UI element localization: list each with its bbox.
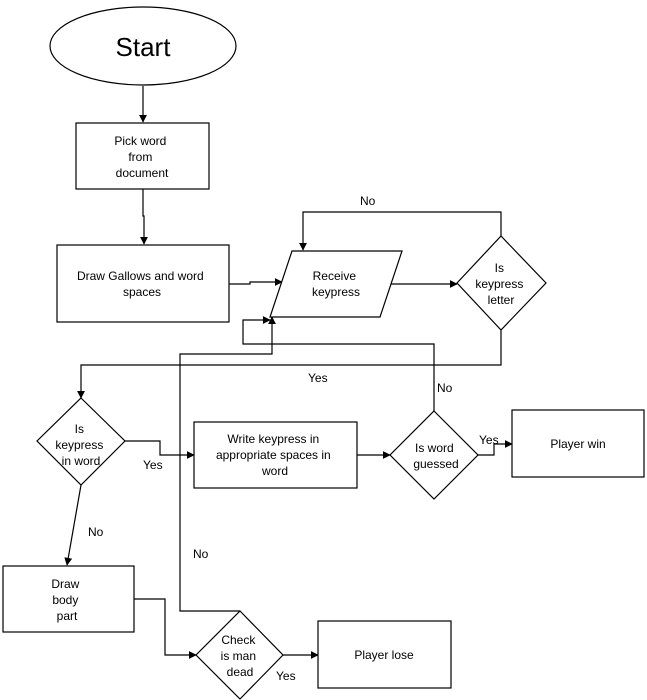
edge-label-in-word-yes: Yes [143, 458, 163, 472]
edge-draw-body-to-check-dead [134, 598, 197, 659]
edge-check-dead-no-to-receive [179, 316, 276, 612]
edge-letter-no-to-receive [299, 211, 502, 251]
edge-label-letter-no: No [360, 194, 376, 208]
edge-label-dead-no: No [193, 547, 209, 561]
edge-label-dead-yes: Yes [276, 669, 296, 683]
edge-label-guessed-yes: Yes [479, 433, 499, 447]
check-man-dead-decision [195, 610, 284, 700]
edge-label-guessed-no: No [437, 381, 453, 395]
is-keypress-in-word-decision [36, 397, 126, 486]
edge-draw-gallows-to-receive [229, 278, 283, 286]
pick-word-process [75, 122, 210, 190]
player-win-terminal [511, 409, 645, 478]
edge-pick-word-to-draw-gallows [140, 189, 148, 245]
receive-keypress-io [269, 250, 403, 318]
draw-gallows-label: Draw Gallows and word spaces [77, 269, 207, 299]
is-word-guessed-label: Is word guessed [413, 441, 458, 471]
start-label: Start [116, 32, 172, 62]
write-keypress-label: Write keypress in appropriate spaces in … [216, 432, 334, 478]
edge-letter-yes-to-in-word [77, 330, 502, 399]
player-win-label: Player win [550, 437, 605, 451]
is-keypress-letter-decision [456, 235, 547, 331]
start-terminator [49, 6, 237, 86]
check-man-dead-label: Check is man dead [221, 633, 260, 679]
is-keypress-letter-label: Is keypress letter [475, 261, 526, 307]
edge-label-letter-yes: Yes [308, 371, 328, 385]
draw-body-part-label: Draw body part [51, 577, 82, 623]
edge-guessed-yes-to-win [478, 440, 513, 456]
write-keypress-process [193, 421, 358, 489]
draw-body-part-process [2, 565, 135, 633]
is-keypress-in-word-label: Is keypress in word [55, 422, 106, 468]
pick-word-label: Pick word from document [114, 134, 169, 180]
player-lose-terminal [317, 620, 452, 689]
edge-in-word-no-to-draw-body [64, 484, 82, 566]
edge-guessed-no-to-receive [242, 316, 435, 411]
edge-label-in-word-no: No [88, 525, 104, 539]
player-lose-label: Player lose [354, 648, 414, 662]
draw-gallows-process [56, 244, 230, 323]
receive-keypress-label: Receive keypress [312, 269, 360, 299]
edge-in-word-yes-to-write [125, 440, 195, 459]
is-word-guessed-decision [389, 410, 479, 500]
